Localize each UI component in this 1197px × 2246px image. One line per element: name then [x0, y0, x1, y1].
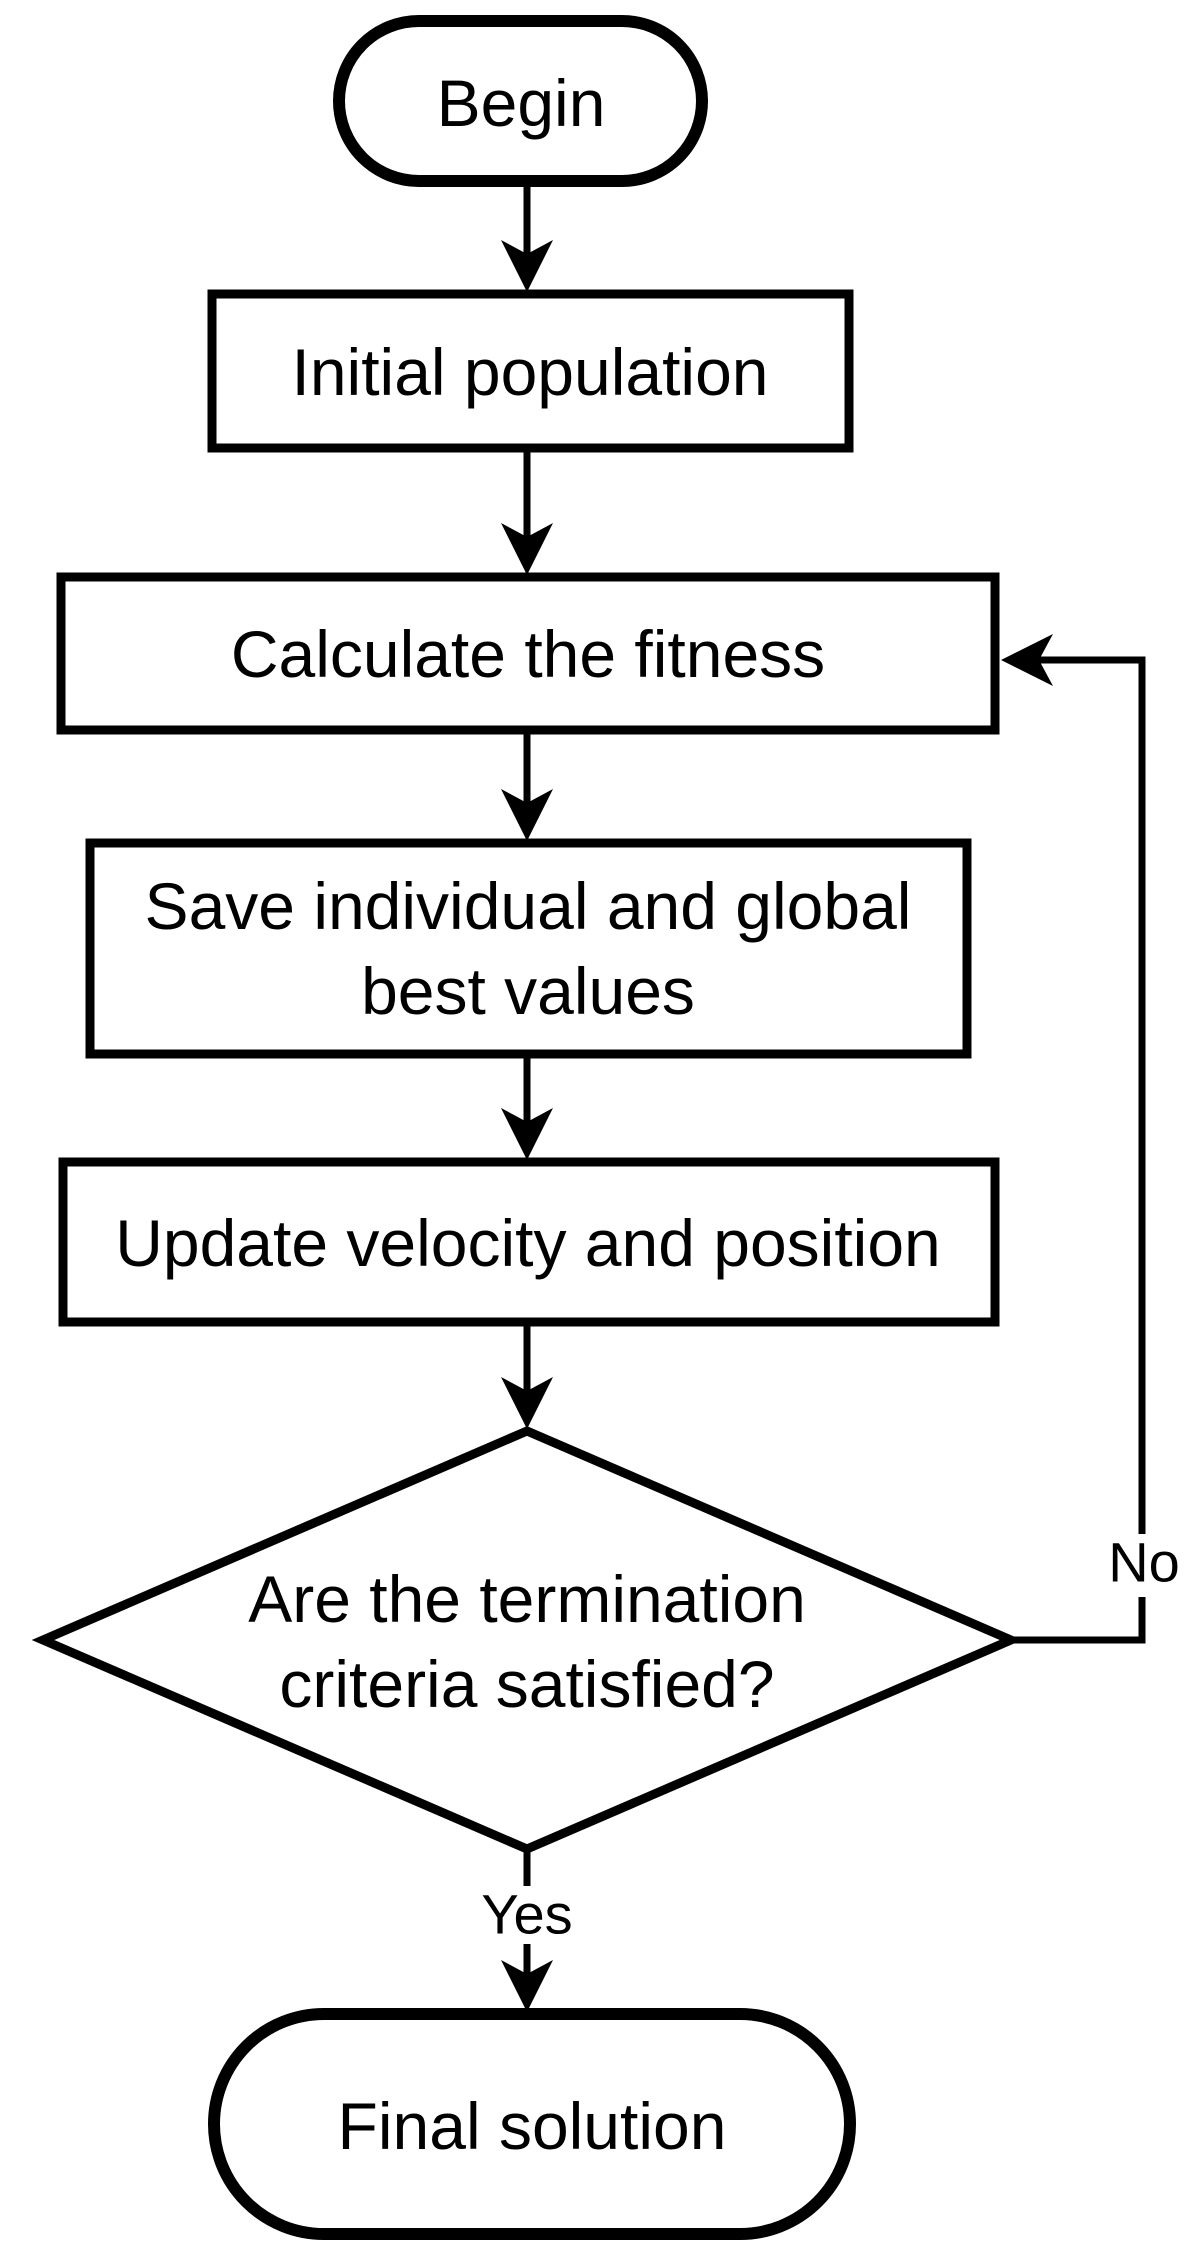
edge-line-lower [1007, 1597, 1146, 1644]
begin-label: Begin [437, 66, 606, 140]
update-velocity-position-label: Update velocity and position [115, 1206, 941, 1280]
edge-line-upper [1038, 656, 1146, 1534]
termination-check-shape [31, 1426, 1023, 1854]
arrowhead-down [501, 1108, 553, 1160]
yes-label: Yes [481, 1883, 572, 1946]
calculate-fitness-shape [56, 572, 1000, 735]
edge-decision-no-loop: No [1001, 634, 1180, 1644]
edge-save-to-update [501, 1054, 553, 1160]
arrowhead-down [501, 523, 553, 575]
no-label: No [1108, 1531, 1180, 1594]
initial-population-shape [207, 289, 854, 453]
begin-terminator-shape [333, 15, 708, 187]
final-solution-label: Final solution [338, 2089, 727, 2163]
termination-check-label-line1: Are the termination [248, 1562, 806, 1636]
edge-calculate-to-save [501, 732, 553, 841]
edge-begin-to-initial [501, 183, 553, 292]
save-best-values-label-line2: best values [361, 954, 695, 1028]
edge-initial-to-calculate [501, 448, 553, 575]
save-best-values-label-line1: Save individual and global [145, 869, 912, 943]
edge-decision-yes: Yes [481, 1849, 573, 2012]
arrowhead-down [501, 789, 553, 841]
final-solution-shape [208, 2008, 856, 2240]
initial-population-label: Initial population [291, 335, 768, 409]
update-velocity-position-shape [58, 1157, 1000, 1327]
arrowhead-left [1001, 634, 1053, 686]
arrowhead-down [501, 1377, 553, 1429]
termination-check-label-line2: criteria satisfied? [279, 1647, 774, 1721]
edge-update-to-decision [501, 1322, 553, 1429]
arrowhead-down [501, 1960, 553, 2012]
calculate-fitness-label: Calculate the fitness [231, 617, 825, 691]
arrowhead-down [501, 240, 553, 292]
